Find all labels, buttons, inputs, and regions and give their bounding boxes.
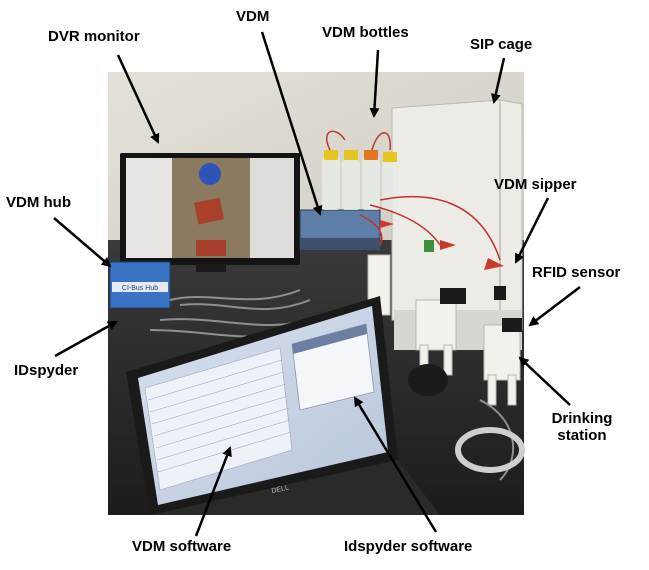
label-vdm-software: VDM software: [132, 538, 232, 555]
label-idspyder-software: Idspyder software: [344, 538, 473, 555]
label-vdm: VDM: [236, 8, 270, 25]
tubing: [359, 195, 501, 261]
drinking-stations: [367, 254, 521, 406]
idspyder-software-window: [291, 323, 375, 411]
arrow-vdm: [260, 31, 323, 216]
mouse: [408, 364, 448, 396]
laptop: DELL: [126, 296, 440, 515]
vdm-sippers: [380, 220, 506, 300]
arrow-vdm-hub: [53, 217, 112, 268]
label-drinking-station-line2: station: [557, 427, 607, 445]
label-idspyder: IDspyder: [14, 362, 79, 379]
sip-cage: [391, 99, 523, 350]
laptop-brand: DELL: [271, 484, 290, 495]
arrow-dvr-monitor: [116, 54, 160, 144]
arrow-drinking-station: [518, 356, 571, 406]
arrow-vdm-bottles: [369, 49, 380, 118]
arrow-rfid-sensor: [528, 286, 581, 327]
label-sip-cage: SIP cage: [470, 36, 533, 53]
hub-label: CI-Bus Hub: [122, 285, 158, 292]
arrow-idspyder-software: [353, 396, 438, 533]
vdm-bottles: [322, 130, 398, 210]
arrow-idspyder: [54, 320, 118, 358]
label-rfid-sensor: RFID sensor: [532, 264, 621, 281]
vdm-unit: [299, 209, 381, 251]
label-dvr-monitor: DVR monitor: [48, 28, 140, 45]
arrow-vdm-software: [194, 446, 232, 537]
cable-coil: [455, 427, 525, 473]
arrow-sip-cage: [490, 57, 506, 104]
label-vdm-hub: VDM hub: [6, 194, 71, 211]
arrow-vdm-sipper: [514, 197, 550, 264]
rfid-sensors: [440, 288, 522, 332]
vdm-software-window: [144, 347, 293, 491]
label-drinking-station: Drinking station: [526, 410, 638, 445]
dvr-monitor: [120, 153, 300, 272]
label-vdm-sipper: VDM sipper: [494, 176, 577, 193]
label-drinking-station-line1: Drinking: [551, 410, 613, 427]
vdm-hub: CI-Bus Hub: [109, 261, 171, 309]
label-vdm-bottles: VDM bottles: [322, 24, 409, 41]
annotation-arrows: [53, 31, 581, 537]
photo: CI-Bus Hub: [108, 72, 525, 515]
